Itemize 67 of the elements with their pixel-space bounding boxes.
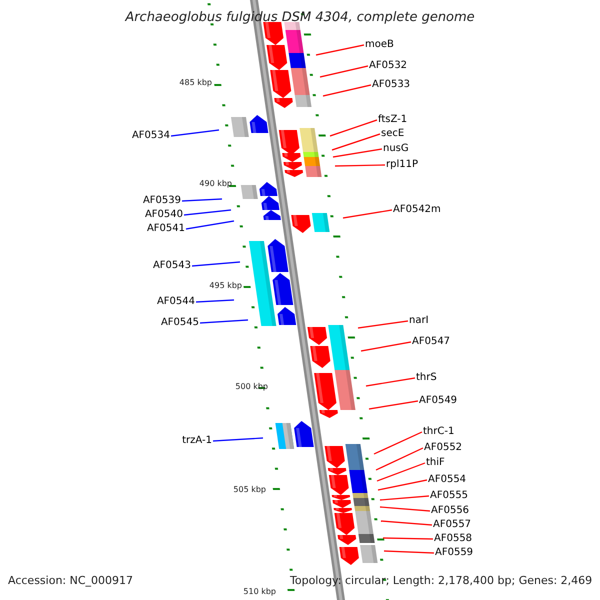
gene-label: AF0534 bbox=[132, 130, 170, 142]
footer-text: Topology: circular; Length: 2,178,400 bp; Genes: 2,469 bbox=[290, 574, 592, 588]
leader-line bbox=[330, 119, 378, 137]
leader-line bbox=[170, 129, 220, 137]
scale-label: 505 kbp bbox=[233, 484, 266, 495]
footer-text: Accession: NC_000917 bbox=[8, 574, 134, 588]
leader-line bbox=[358, 320, 408, 329]
gene-label: AF0557 bbox=[433, 519, 472, 531]
scale-label: 495 kbp bbox=[209, 280, 242, 291]
leader-line bbox=[182, 198, 222, 202]
scale-label: 510 kbp bbox=[243, 586, 276, 597]
gene-label: secE bbox=[381, 128, 404, 140]
leader-line bbox=[316, 44, 364, 56]
leader-line bbox=[332, 133, 380, 151]
leader-line bbox=[366, 377, 416, 387]
leader-line bbox=[374, 431, 422, 455]
leader-line bbox=[376, 462, 426, 482]
gene-label: trzA-1 bbox=[182, 435, 212, 447]
leader-line bbox=[212, 437, 264, 442]
title: Archaeoglobus fulgidus DSM 4304, complete genome bbox=[124, 10, 476, 26]
gene-label: rpl11P bbox=[386, 159, 418, 171]
gene-label: AF0555 bbox=[430, 490, 468, 502]
leader-line bbox=[334, 164, 386, 167]
scale-label: 490 kbp bbox=[199, 178, 232, 189]
gene-label: thrS bbox=[416, 372, 437, 384]
gene-label: AF0547 bbox=[412, 336, 450, 348]
leader-line bbox=[380, 495, 430, 501]
gene-label: thiF bbox=[426, 457, 445, 469]
leader-line bbox=[380, 506, 430, 512]
gene-label: AF0552 bbox=[424, 442, 462, 454]
leader-line bbox=[380, 520, 432, 526]
gene-label: narI bbox=[409, 315, 429, 327]
gene-label: AF0540 bbox=[144, 209, 183, 221]
gene-label: ftsZ-1 bbox=[378, 114, 408, 126]
gene-label: moeB bbox=[365, 39, 394, 51]
gene-label: AF0533 bbox=[372, 79, 410, 91]
gene-label: AF0559 bbox=[435, 547, 474, 559]
leader-line bbox=[200, 319, 248, 324]
leader-line bbox=[186, 220, 234, 230]
leader-line bbox=[368, 400, 418, 410]
leader-line bbox=[322, 84, 372, 97]
leader-line bbox=[332, 148, 382, 158]
leader-line bbox=[184, 209, 232, 216]
gene-label: AF0539 bbox=[142, 195, 181, 207]
leader-line bbox=[382, 537, 434, 540]
gene-label: AF0558 bbox=[434, 533, 472, 545]
gene-label: AF0543 bbox=[152, 260, 191, 272]
gene-label: AF0549 bbox=[419, 395, 458, 407]
leader-line bbox=[192, 261, 240, 267]
leader-line bbox=[384, 550, 434, 554]
gene-label: AF0541 bbox=[146, 223, 185, 235]
leader-line bbox=[320, 65, 368, 78]
leader-line bbox=[378, 479, 428, 491]
gene-label: AF0544 bbox=[156, 296, 195, 308]
gene-label: AF0542m bbox=[393, 204, 441, 216]
gene-label: AF0554 bbox=[428, 474, 466, 486]
leader-line bbox=[376, 447, 424, 471]
leader-line bbox=[342, 209, 392, 219]
gene-label: AF0532 bbox=[369, 60, 408, 72]
gene-label: thrC-1 bbox=[423, 426, 454, 438]
gene-label: AF0545 bbox=[160, 317, 199, 329]
gene-label: nusG bbox=[383, 143, 409, 155]
leader-line bbox=[196, 299, 234, 303]
scale-label: 500 kbp bbox=[235, 381, 268, 392]
gene-label: AF0556 bbox=[431, 505, 470, 517]
leader-line bbox=[360, 341, 412, 352]
scale-label: 485 kbp bbox=[179, 77, 212, 88]
